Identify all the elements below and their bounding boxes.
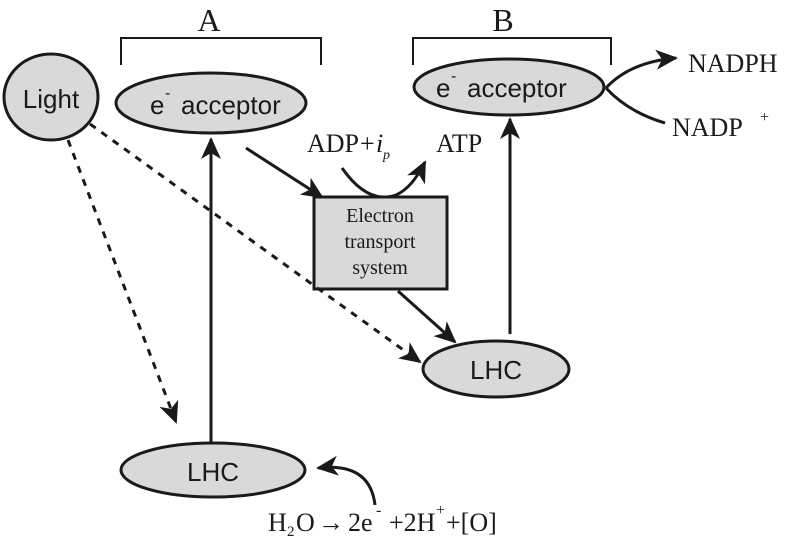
water-arrow: → [318,508,344,537]
atp-label: ATP [436,129,482,158]
ets-label-line2: transport [344,231,416,253]
electron-acceptor-a-e: e [150,90,164,120]
water-h: H [268,508,287,537]
light-to-lhc-bottom-arrow [66,139,179,424]
bracket-a [120,37,322,65]
bracket-b-label: B [492,2,513,38]
electron-acceptor-b-label: acceptor [467,73,567,103]
adp-label: ADP [307,129,359,158]
light-to-lhc-right-arrow [89,122,422,364]
lhc-right-label: LHC [470,355,522,385]
water-to-lhc-arrow [316,455,377,506]
light-node [2,52,100,142]
lhc-bottom [119,441,307,499]
water-protons-plus: + [436,502,445,519]
nadp-curve [604,86,666,125]
water-subscript: 2 [287,524,295,537]
electron-acceptor-a [114,71,308,135]
ets-label-line3: system [352,257,408,279]
lhc-bottom-label: LHC [187,457,239,487]
electron-acceptor-b [412,57,606,117]
pi-subscript: p [382,148,390,163]
bracket-a-label: A [197,2,220,38]
electron-acceptor-b-e: e [436,73,450,103]
nadph-label: NADPH [688,49,778,78]
ets-to-lhc-arrow [396,289,457,344]
water-o: O [296,508,315,537]
light-label: Light [23,84,80,114]
water-oxygen: +[O] [446,508,497,537]
nadp-plus-sign: + [760,109,769,126]
electron-transport-system [312,195,449,291]
pi-label: i [376,129,383,158]
nadph-arrow [604,49,678,90]
nadp-label: NADP [672,113,743,142]
ets-label-line1: Electron [346,205,414,227]
acceptor-to-ets-arrow [245,146,324,199]
electron-acceptor-a-minus: - [165,85,170,102]
adp-plus: + [360,129,375,158]
electron-acceptor-a-label: acceptor [181,90,281,120]
atp-arrow [340,160,427,199]
electron-acceptor-b-minus: - [451,68,456,85]
lhc-right [421,339,571,399]
water-protons: +2H [389,508,436,537]
bracket-b [412,37,612,65]
water-electrons: 2e [348,508,373,537]
water-electrons-minus: - [376,502,381,519]
